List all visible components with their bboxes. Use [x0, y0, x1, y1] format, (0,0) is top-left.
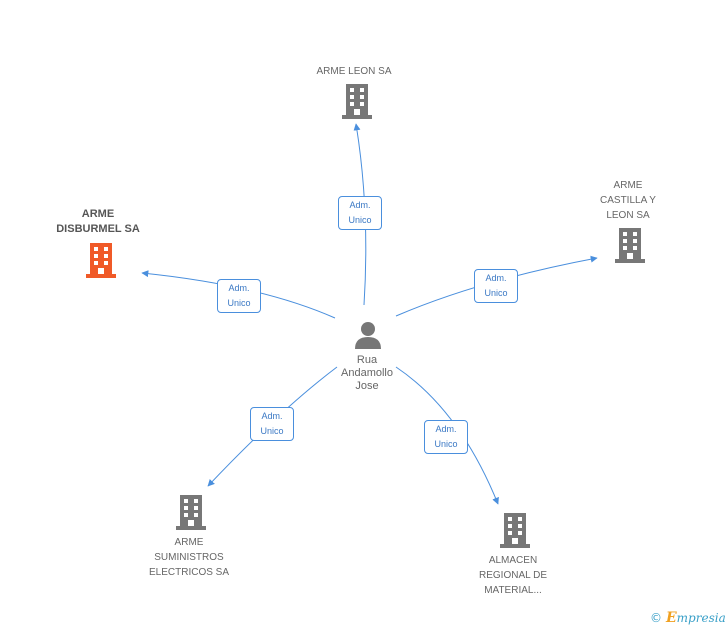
center-person-label: Rua Andamollo Jose	[341, 354, 393, 392]
node-label-arme-leon: ARME LEON SA	[316, 66, 392, 77]
brand-initial: E	[666, 610, 677, 626]
node-label-arme-disburmel: ARME DISBURMEL SA	[56, 208, 140, 235]
edge-badge-arme-disburmel[interactable]: Adm.Unico	[217, 279, 261, 313]
edge-badge-almacen[interactable]: Adm.Unico	[424, 420, 468, 454]
building-icon	[176, 495, 206, 530]
edge-badge-arme-suministros[interactable]: Adm.Unico	[250, 407, 294, 441]
node-label-arme-suministros: ARME SUMINISTROS ELECTRICOS SA	[148, 537, 230, 578]
node-label-almacen: ALMACEN REGIONAL DE MATERIAL...	[479, 555, 547, 596]
brand-rest: mpresia	[676, 611, 726, 625]
copyright-symbol: ©	[650, 611, 662, 625]
building-icon-highlighted	[86, 243, 116, 278]
node-label-arme-castilla: ARME CASTILLA Y LEON SA	[600, 180, 656, 221]
edge-badge-arme-castilla[interactable]: Adm.Unico	[474, 269, 518, 303]
person-icon	[355, 322, 381, 349]
empresia-logo[interactable]: © Empresia	[650, 610, 726, 626]
building-icon	[342, 84, 372, 119]
edge-badge-arme-leon[interactable]: Adm.Unico	[338, 196, 382, 230]
building-icon	[615, 228, 645, 263]
building-icon	[500, 513, 530, 548]
